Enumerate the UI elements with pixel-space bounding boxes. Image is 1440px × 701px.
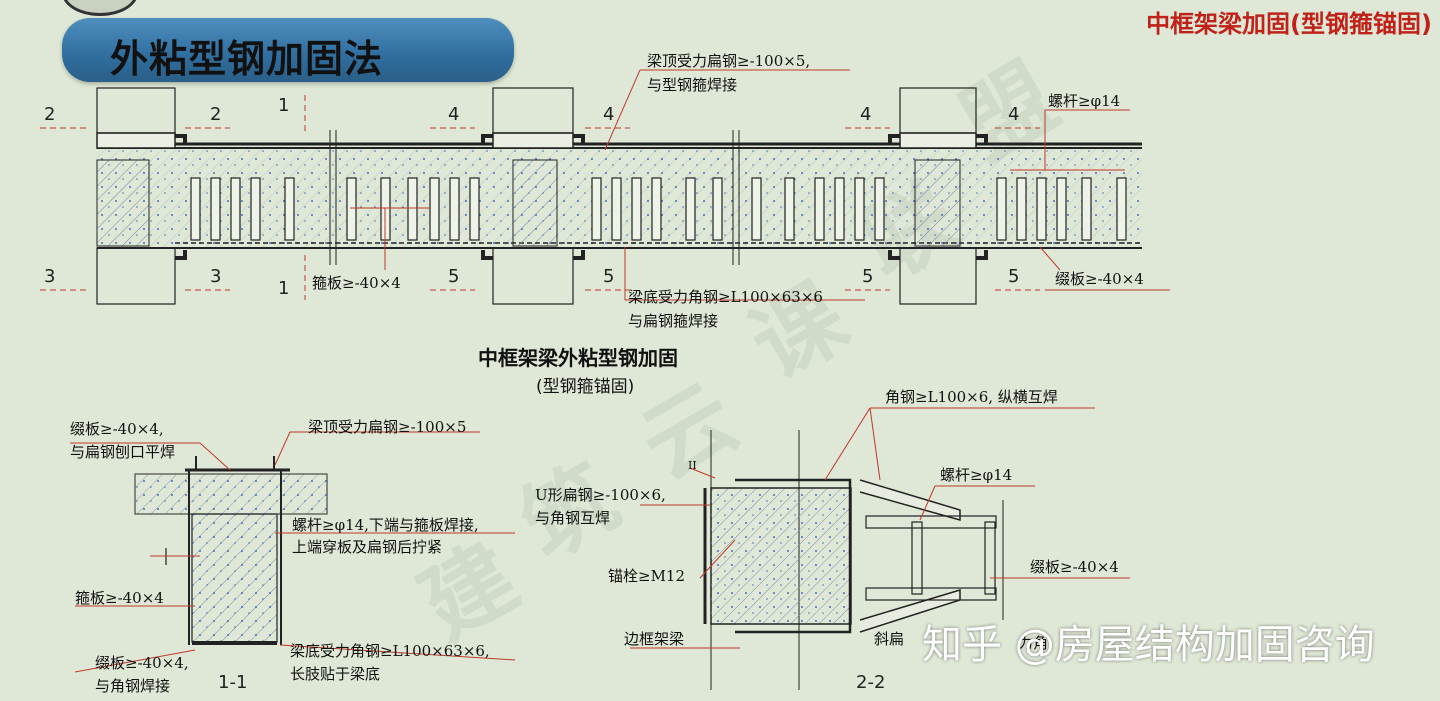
- slide-subtitle: 中框架梁加固(型钢箍锚固): [1146, 10, 1432, 38]
- note-bolt: 螺杆≥φ14: [1048, 92, 1121, 110]
- note-bottom-angle: 梁底受力角钢≥L100×63×6: [628, 288, 823, 306]
- note-hoop-plate: 箍板≥-40×4: [312, 274, 401, 292]
- section-mark-4: 4: [603, 104, 615, 125]
- s11-top-steel-note: 梁顶受力扁钢≥-100×5: [308, 418, 467, 436]
- section-2-2: [703, 430, 1004, 690]
- note-bottom-angle-2: 与扁钢箍焊接: [628, 312, 719, 330]
- s11-bottom-angle-note: 梁底受力角钢≥L100×63×6,: [290, 642, 490, 660]
- s22-u-flat-note: U形扁钢≥-100×6,: [535, 486, 666, 504]
- section-2-2-label: 2-2: [856, 672, 886, 693]
- s11-batten-note: 缀板≥-40×4,: [70, 420, 164, 438]
- section-2-2-leaders: [630, 407, 1130, 649]
- page-title: 外粘型钢加固法: [110, 37, 384, 81]
- section-mark-5: 5: [448, 266, 460, 287]
- note-top-flat-steel-2: 与型钢箍焊接: [647, 76, 738, 94]
- s22-ii-mark: II: [688, 459, 697, 472]
- section-mark-4: 4: [1008, 104, 1020, 125]
- s22-u-flat-note-2: 与角钢互焊: [535, 509, 611, 527]
- hoop-plates: [190, 177, 1127, 241]
- s11-hoop-note: 箍板≥-40×4: [75, 589, 164, 607]
- s11-batten2-note: 缀板≥-40×4,: [95, 654, 189, 672]
- s22-bolt-note: 螺杆≥φ14: [940, 466, 1013, 484]
- s11-batten-note-2: 与扁钢刨口平焊: [70, 443, 176, 461]
- section-mark-4: 4: [448, 104, 460, 125]
- elevation-sub-caption: (型钢箍锚固): [536, 377, 635, 397]
- section-1-1-label: 1-1: [218, 672, 248, 693]
- s22-batten-note: 缀板≥-40×4: [1030, 558, 1119, 576]
- section-mark-5: 5: [862, 266, 874, 287]
- leader-lines: [350, 69, 1170, 301]
- s22-edge-beam-note: 边框架梁: [624, 630, 685, 648]
- zhihu-watermark: 知乎 @房屋结构加固咨询: [922, 622, 1375, 668]
- section-1-1-leaders: [70, 431, 516, 673]
- section-mark-5: 5: [603, 266, 615, 287]
- s11-bolt-note: 螺杆≥φ14,下端与箍板焊接,: [292, 516, 479, 534]
- s11-bottom-angle-note-2: 长肢贴于梁底: [290, 665, 381, 683]
- s22-oblique-note: 斜扁: [874, 630, 905, 648]
- title-banner: [62, 18, 514, 82]
- section-mark-2-left: 2: [44, 104, 56, 125]
- s22-anchor-note: 锚栓≥M12: [608, 567, 686, 585]
- elevation-caption: 中框架梁外粘型钢加固: [478, 346, 678, 370]
- section-mark-3-left: 3: [44, 266, 56, 287]
- section-mark-3-right: 3: [210, 266, 222, 287]
- s22-angle-note: 角钢≥L100×6, 纵横互焊: [885, 388, 1058, 406]
- s11-batten2-note-2: 与角钢焊接: [95, 677, 171, 695]
- s22-oblique-tail: 力角: [1018, 634, 1049, 652]
- section-mark-4: 4: [860, 104, 872, 125]
- section-mark-5: 5: [1008, 266, 1020, 287]
- s11-bolt-note-2: 上端穿板及扁钢后拧紧: [292, 538, 443, 556]
- note-top-flat-steel: 梁顶受力扁钢≥-100×5,: [647, 52, 811, 70]
- note-batten-plate: 缀板≥-40×4: [1055, 270, 1144, 288]
- section-mark-1-bottom: 1: [278, 278, 290, 299]
- section-mark-1-top: 1: [278, 95, 290, 116]
- section-cut-lines: [40, 95, 1040, 300]
- section-mark-2-right: 2: [210, 104, 222, 125]
- section-1-1: [134, 456, 328, 645]
